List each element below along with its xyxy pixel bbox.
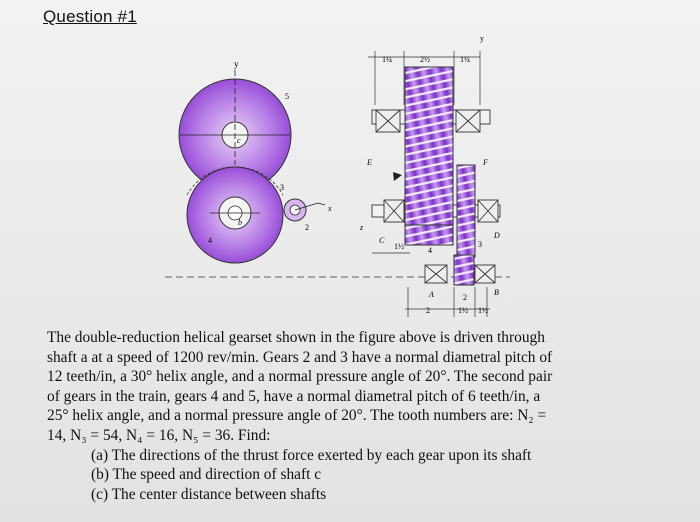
label-F: F [482, 158, 488, 167]
question-item-a: (a) The directions of the thrust force e… [91, 446, 532, 464]
dim-bottom-c: 1½ [478, 306, 488, 315]
top-dimensions [368, 51, 481, 105]
dim-left-mid: 1½ [394, 242, 404, 251]
label-E: E [366, 158, 372, 167]
dim-bottom-b: 1½ [458, 306, 468, 315]
question-item-b: (b) The speed and direction of shaft c [91, 466, 322, 484]
dim-bottom-a: 2 [426, 306, 430, 315]
problem-statement: The double-reduction helical gearset sho… [47, 328, 647, 504]
label-gear4: 4 [208, 236, 212, 245]
label-C: C [379, 236, 385, 245]
problem-line: of gears in the train, gears 4 and 5, ha… [47, 387, 541, 405]
label-B: B [494, 288, 499, 297]
label-y-left: y [234, 59, 239, 69]
problem-line: shaft a at a speed of 1200 rev/min. Gear… [47, 348, 553, 366]
problem-line: 25° helix angle, and a normal pressure a… [47, 407, 547, 425]
dim-top-a: 1¼ [382, 55, 392, 64]
gear-5-face-view [178, 70, 292, 192]
gear-5-helical-band [404, 66, 454, 246]
label-c: c [237, 136, 241, 145]
label-z: z [359, 223, 364, 232]
dim-top-c: 1¼ [460, 55, 470, 64]
question-item-c: (c) The center distance between shafts [91, 485, 327, 503]
bottom-dimensions [372, 252, 490, 317]
rotation-arrow [393, 172, 402, 181]
label-gear3: 3 [280, 183, 284, 192]
gear-4-face-view [186, 166, 284, 264]
label-x: x [327, 204, 332, 213]
gear-4-helical-band [404, 224, 454, 246]
dim-top-b: 2½ [420, 55, 430, 64]
question-title: Question #1 [43, 7, 137, 26]
gear-2-face-view [283, 198, 326, 222]
label-n4: 4 [428, 246, 432, 255]
gear-2-helical-band [453, 254, 475, 286]
gearset-figure: y 5 c 3 b 4 2 x z [165, 34, 510, 317]
problem-line: 14, N₃ = 54, N₄ = 16, N₅ = 36. Find: [47, 426, 271, 444]
gear-3-helical-band [456, 164, 476, 258]
label-n2: 2 [463, 293, 467, 302]
problem-line: 12 teeth/in, a 30° helix angle, and a no… [47, 368, 553, 386]
label-b: b [238, 218, 242, 227]
label-y-right: y [480, 34, 484, 43]
label-A: A [428, 290, 434, 299]
label-D: D [493, 231, 500, 240]
label-gear2: 2 [305, 223, 309, 232]
problem-line: The double-reduction helical gearset sho… [47, 329, 545, 346]
label-n3: 3 [478, 240, 482, 249]
label-gear5: 5 [285, 92, 289, 101]
